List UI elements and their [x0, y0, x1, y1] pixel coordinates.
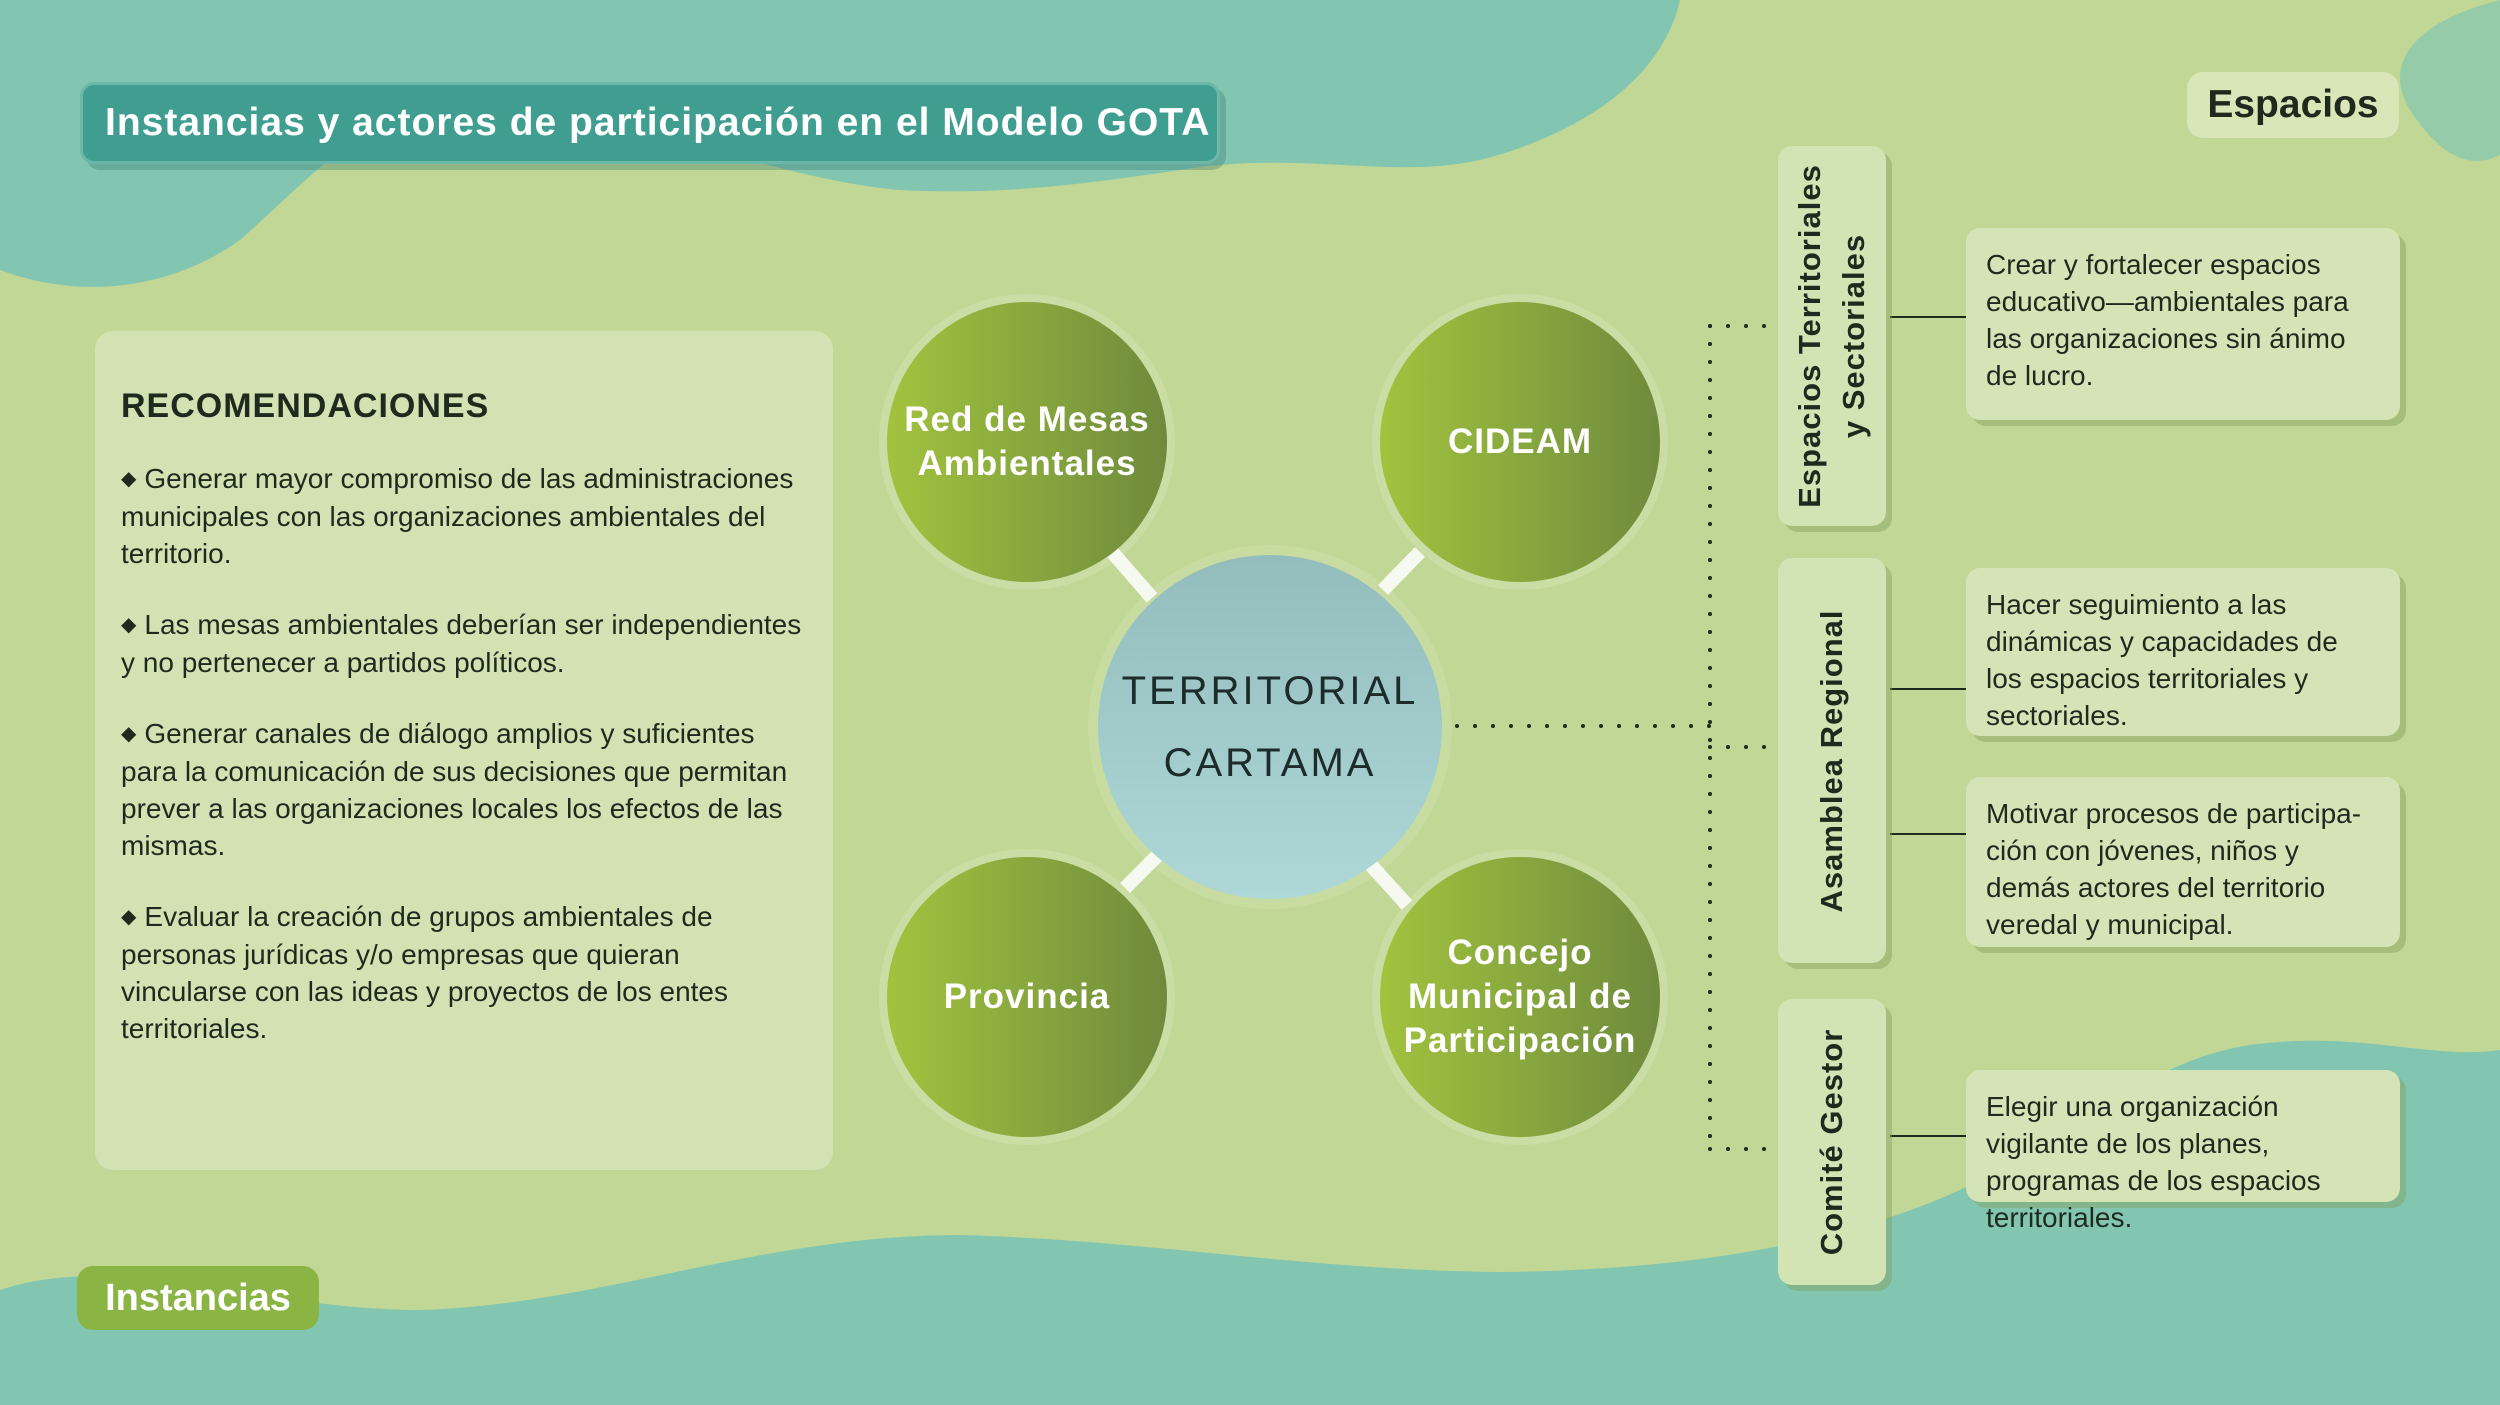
instancias-tag: Instancias: [77, 1266, 319, 1330]
top-right-wave: [2400, 0, 2500, 161]
instance-concejo: Concejo Municipal de Participación: [1380, 857, 1660, 1137]
diamond-bullet-icon: ◆: [121, 614, 137, 636]
page-title-text: Instancias y actores de participación en…: [105, 101, 1211, 144]
center-node-line1: TERRITORIAL: [1121, 669, 1419, 713]
recommendations-panel: RECOMENDACIONES ◆Generar mayor compromis…: [95, 331, 833, 1170]
espacios-tag-label: Espacios: [2207, 83, 2379, 126]
instancias-tag-label: Instancias: [105, 1276, 291, 1319]
space-territoriales-line2: y Sectoriales: [1836, 233, 1871, 439]
instance-concejo-label: Concejo Municipal de Participación: [1403, 933, 1637, 1060]
space-asamblea-regional: Asamblea Regional: [1778, 558, 1886, 963]
space-comite-gestor-label: Comité Gestor: [1814, 1028, 1849, 1256]
space-comite-gestor: Comité Gestor: [1778, 999, 1886, 1285]
diamond-bullet-icon: ◆: [121, 468, 137, 490]
space-espacios-territoriales: Espacios Territoriales y Sectoriales: [1778, 146, 1886, 526]
recommendation-text: Evaluar la creación de grupos ambientale…: [121, 901, 728, 1044]
space-espacios-territoriales-label: Espacios Territoriales y Sectoriales: [1788, 164, 1876, 508]
instance-red-mesas: Red de Mesas Ambientales: [887, 302, 1167, 582]
recommendation-text: Generar mayor compromiso de las administ…: [121, 463, 794, 569]
description-comite: Elegir una organización vigilante de los…: [1966, 1070, 2400, 1233]
instance-cideam-label: CIDEAM: [1447, 422, 1593, 461]
instance-cideam: CIDEAM: [1380, 302, 1660, 582]
recommendation-item: ◆Las mesas ambientales deberían ser inde…: [121, 606, 811, 681]
instance-provincia-label: Provincia: [943, 977, 1111, 1016]
recommendation-item: ◆Generar canales de diálogo amplios y su…: [121, 715, 811, 864]
instance-red-mesas-label: Red de Mesas Ambientales: [904, 400, 1150, 483]
space-asamblea-regional-label: Asamblea Regional: [1814, 609, 1849, 912]
description-asamblea-1: Hacer seguimiento a las dinámicas y capa…: [1966, 568, 2400, 736]
recommendations-heading: RECOMENDACIONES: [121, 387, 490, 425]
diamond-bullet-icon: ◆: [121, 906, 137, 928]
instance-provincia: Provincia: [887, 857, 1167, 1137]
espacios-tag: Espacios: [2187, 72, 2399, 138]
center-node-line2: CARTAMA: [1163, 741, 1377, 785]
recommendation-text: Generar canales de diálogo amplios y suf…: [121, 718, 788, 861]
description-asamblea-2: Motivar procesos de participa-ción con j…: [1966, 777, 2400, 947]
space-territoriales-line1: Espacios Territoriales: [1792, 164, 1827, 508]
page-title: Instancias y actores de participación en…: [80, 82, 1220, 164]
recommendation-text: Las mesas ambientales deberían ser indep…: [121, 609, 802, 678]
center-node-territorial-cartama: TERRITORIAL CARTAMA: [1098, 555, 1442, 899]
recommendation-item: ◆Generar mayor compromiso de las adminis…: [121, 460, 811, 572]
diamond-bullet-icon: ◆: [121, 723, 137, 745]
bottom-wave: [0, 1040, 2500, 1405]
description-territoriales: Crear y fortalecer espacios educativo—am…: [1966, 228, 2400, 420]
recommendation-item: ◆Evaluar la creación de grupos ambiental…: [121, 898, 811, 1047]
